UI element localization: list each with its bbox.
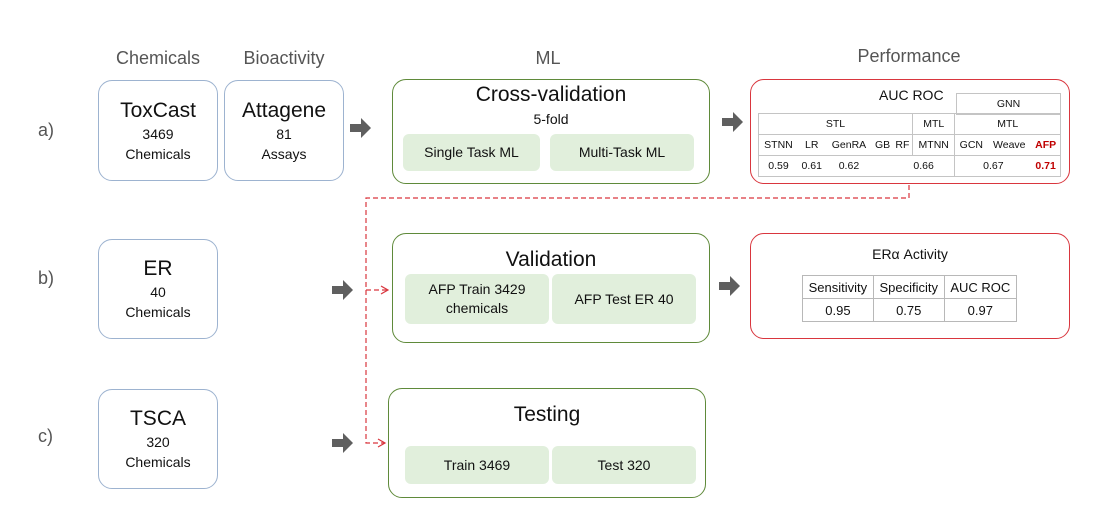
row-label-c: c) bbox=[38, 426, 53, 446]
tsca-title: TSCA bbox=[129, 407, 186, 430]
toxcast-title: ToxCast bbox=[120, 98, 196, 122]
value-genra: 0.62 bbox=[825, 155, 873, 177]
arrow-c-to-testing bbox=[332, 433, 353, 453]
attagene-count: 81 bbox=[276, 125, 292, 142]
afp-test-pill: AFP Test ER 40 bbox=[552, 274, 696, 324]
er-title: ER bbox=[143, 257, 173, 280]
gnn-header: GNN bbox=[956, 93, 1061, 115]
row-label-b: b) bbox=[38, 268, 55, 288]
era-activity-table: Sensitivity Specificity AUC ROC 0.95 0.7… bbox=[802, 275, 1018, 322]
arrow-a-to-performance bbox=[722, 112, 743, 132]
value-stnn: 0.59 bbox=[757, 155, 798, 177]
train-pill: Train 3469 bbox=[405, 446, 549, 484]
era-value-auc: 0.97 bbox=[943, 298, 1018, 322]
attagene-title: Attagene bbox=[241, 98, 327, 122]
model-gcn: GCN bbox=[954, 134, 988, 156]
multi-task-ml-pill: Multi-Task ML bbox=[550, 134, 694, 171]
value-afp: 0.71 bbox=[1031, 155, 1062, 177]
value-gcn-weave: 0.67 bbox=[954, 155, 1032, 177]
header-chemicals: Chemicals bbox=[115, 48, 201, 68]
tsca-box: TSCA 320 Chemicals bbox=[98, 389, 218, 489]
toxcast-count: 3469 bbox=[142, 125, 174, 142]
auc-roc-table: STL MTL MTL STNN LR GenRA GB RF MTNN GCN… bbox=[757, 113, 1062, 177]
era-value-specificity: 0.75 bbox=[872, 298, 945, 322]
auc-roc-title: AUC ROC bbox=[879, 87, 944, 103]
row-label-a: a) bbox=[38, 120, 55, 140]
tsca-unit: Chemicals bbox=[125, 454, 191, 470]
model-gb: GB bbox=[872, 134, 893, 156]
test-pill: Test 320 bbox=[552, 446, 696, 484]
er-box: ER 40 Chemicals bbox=[98, 239, 218, 339]
arrow-validation-to-performance bbox=[719, 276, 740, 296]
er-unit: Chemicals bbox=[125, 304, 191, 320]
validation-title: Validation bbox=[505, 248, 597, 271]
gnn-header-table: GNN bbox=[956, 93, 1061, 115]
era-header-auc: AUC ROC bbox=[943, 275, 1018, 299]
er-count: 40 bbox=[150, 284, 166, 300]
validation-box: Validation AFP Train 3429 chemicals AFP … bbox=[392, 233, 710, 343]
era-activity-title: ERα Activity bbox=[872, 246, 948, 262]
toxcast-unit: Chemicals bbox=[125, 145, 191, 162]
arrow-b-to-validation bbox=[332, 280, 353, 300]
header-ml: ML bbox=[535, 48, 561, 68]
testing-title: Testing bbox=[513, 403, 581, 426]
value-gb bbox=[872, 155, 893, 177]
auc-roc-box: AUC ROC GNN STL MTL MTL STNN LR GenRA GB… bbox=[750, 79, 1070, 184]
dashed-arrowhead-validation bbox=[380, 285, 390, 295]
dashed-line-performance-to-validation bbox=[365, 185, 910, 444]
tsca-count: 320 bbox=[146, 434, 170, 450]
header-performance: Performance bbox=[857, 46, 961, 66]
testing-box: Testing Train 3469 Test 320 bbox=[388, 388, 706, 498]
single-task-ml-pill: Single Task ML bbox=[403, 134, 540, 171]
dashed-arrowhead-testing bbox=[377, 438, 387, 448]
attagene-box: Attagene 81 Assays bbox=[224, 80, 344, 181]
header-bioactivity: Bioactivity bbox=[243, 48, 325, 68]
attagene-unit: Assays bbox=[261, 145, 307, 162]
toxcast-box: ToxCast 3469 Chemicals bbox=[98, 80, 218, 181]
crossval-subtitle: 5-fold bbox=[533, 111, 569, 127]
crossval-title: Cross-validation bbox=[475, 83, 627, 106]
model-mtnn: MTNN bbox=[911, 134, 956, 156]
arrow-a-to-ml bbox=[350, 118, 371, 138]
era-activity-box: ERα Activity Sensitivity Specificity AUC… bbox=[750, 233, 1070, 339]
era-header-specificity: Specificity bbox=[872, 275, 945, 299]
afp-train-pill: AFP Train 3429 chemicals bbox=[405, 274, 549, 324]
value-lr: 0.61 bbox=[797, 155, 826, 177]
model-lr: LR bbox=[797, 134, 826, 156]
crossval-box: Cross-validation 5-fold Single Task ML M… bbox=[392, 79, 710, 184]
